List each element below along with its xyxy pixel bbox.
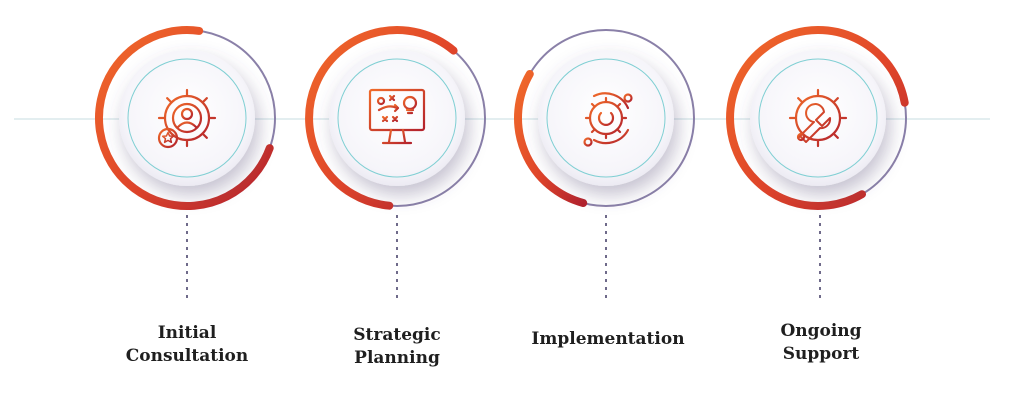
step-1: [95, 26, 276, 300]
step-4-inner-ring: [758, 58, 878, 178]
step-1-label-line-1: Initial: [157, 323, 217, 343]
step-3-progress-arc: [514, 70, 588, 207]
step-2-label-line-1: Strategic: [353, 325, 441, 345]
step-2: [305, 26, 486, 300]
step-3-label: Implementation: [518, 328, 698, 351]
step-3: [514, 29, 695, 300]
step-2-inner-ring: [337, 58, 457, 178]
step-2-label-line-2: Planning: [354, 348, 440, 368]
step-4-label-line-2: Support: [782, 344, 860, 364]
gear-wrench-icon: [788, 88, 848, 148]
step-2-progress-arc: [305, 26, 458, 210]
step-4: [726, 25, 909, 300]
monitor-strategy-bulb-icon: [368, 88, 426, 145]
step-1-inner-ring: [127, 58, 247, 178]
step-1-label-line-2: Consultation: [125, 346, 249, 366]
step-4-label-line-1: Ongoing: [780, 321, 862, 341]
step-3-inner-ring: [546, 58, 666, 178]
step-3-label-line-1: Implementation: [531, 329, 685, 349]
step-4-label: Ongoing Support: [731, 320, 911, 366]
step-1-progress-arc: [95, 26, 274, 211]
gear-power-icon: [583, 92, 633, 147]
step-4-progress-arc: [726, 25, 909, 210]
step-2-label: Strategic Planning: [307, 324, 487, 370]
gear-person-star-icon: [157, 88, 217, 149]
step-1-label: Initial Consultation: [97, 322, 277, 368]
